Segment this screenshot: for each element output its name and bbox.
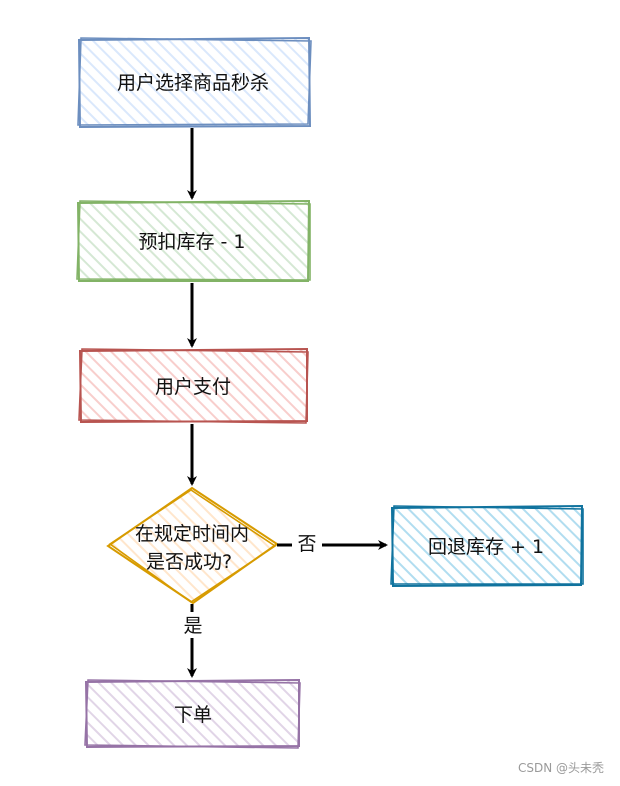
node-deduct: 预扣库存 - 1 (76, 199, 311, 282)
edge-yes-label: 是 (183, 615, 202, 637)
node-decision: 在规定时间内 是否成功? (106, 486, 279, 605)
node-rollback-label: 回退库存 + 1 (428, 536, 544, 558)
edge-no-label: 否 (297, 533, 316, 555)
watermark: CSDN @头未秃 (517, 761, 604, 775)
edge-yes-label-bg (178, 612, 208, 638)
node-decision-line2: 是否成功? (146, 551, 232, 573)
node-pay: 用户支付 (78, 347, 309, 424)
node-decision-line1: 在规定时间内 (135, 523, 249, 545)
node-order-label: 下单 (174, 704, 212, 726)
edge-no-label-bg (292, 530, 322, 556)
node-pay-label: 用户支付 (155, 376, 231, 398)
node-rollback: 回退库存 + 1 (390, 504, 584, 588)
node-deduct-label: 预扣库存 - 1 (138, 231, 245, 253)
node-start-label: 用户选择商品秒杀 (117, 72, 269, 94)
node-order: 下单 (84, 678, 301, 749)
node-start: 用户选择商品秒杀 (77, 36, 312, 129)
